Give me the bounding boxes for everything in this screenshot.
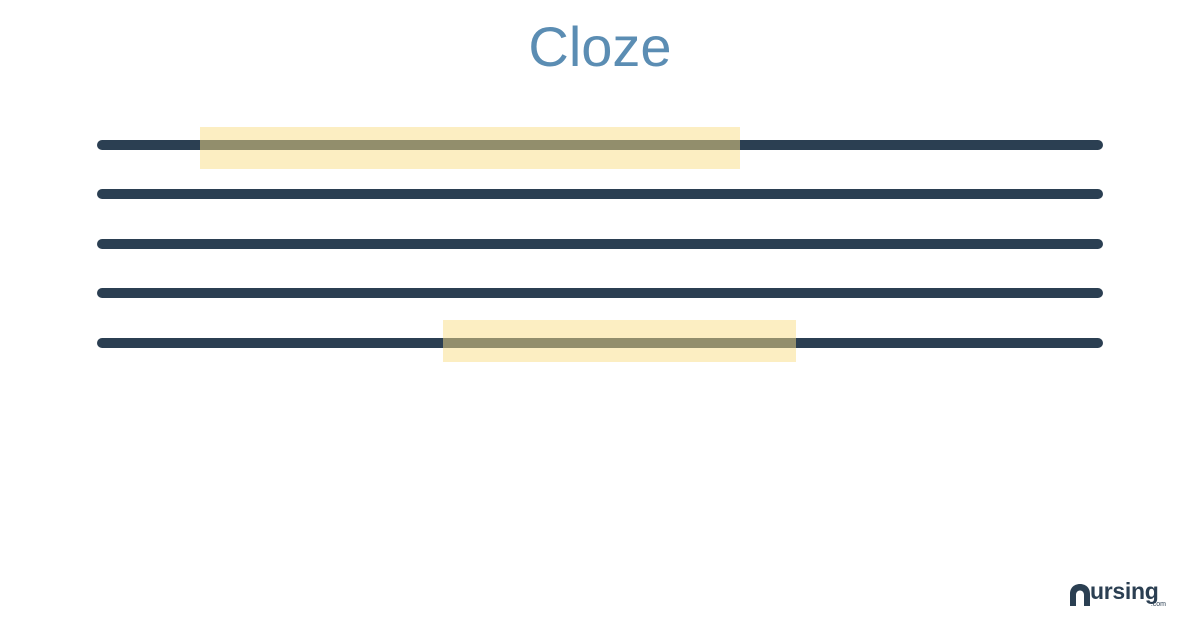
logo-domain: .com — [1150, 601, 1166, 608]
cloze-highlight-2 — [443, 320, 796, 362]
logo-wordmark: ursing — [1090, 578, 1159, 604]
page-title: Cloze — [528, 15, 672, 78]
cloze-highlight-1 — [200, 127, 740, 169]
nursing-logo: ursing .com — [1068, 578, 1170, 614]
n-arch-icon — [1070, 584, 1090, 606]
